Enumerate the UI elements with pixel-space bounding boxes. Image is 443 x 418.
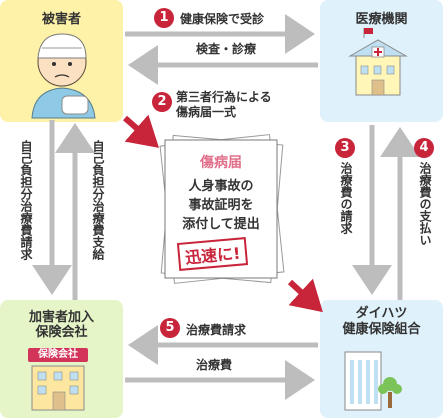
injured-person-illustration bbox=[31, 33, 96, 119]
red-arrow-doc-to-daihatsu bbox=[287, 278, 323, 313]
step-2-badge: 2 bbox=[152, 92, 172, 112]
hospital-illustration bbox=[348, 28, 408, 96]
exam-label: 検査・診療 bbox=[196, 42, 257, 56]
document-stack bbox=[159, 134, 285, 284]
step-4-badge: 4 bbox=[414, 138, 434, 158]
insurer-sign: 保険会社 bbox=[28, 348, 88, 362]
insurer-building-illustration bbox=[31, 365, 85, 411]
fee-label: 治療費 bbox=[196, 358, 233, 372]
step-1-badge: 1 bbox=[154, 8, 174, 28]
left-claim-label: 自己負担分治療費請求 bbox=[19, 140, 33, 260]
insurer-title: 加害者加入 保険会社 bbox=[28, 310, 94, 340]
red-arrow-victim-to-doc bbox=[123, 114, 160, 148]
doc-title: 傷病届 bbox=[200, 155, 242, 171]
step-5-label: 治療費請求 bbox=[186, 323, 247, 337]
step-4-label: 治療費の支払い bbox=[418, 162, 432, 246]
step-1-label: 健康保険で受診 bbox=[180, 12, 265, 26]
step-2-label: 第三者行為による 傷病届一式 bbox=[176, 90, 272, 119]
medical-title: 医療機関 bbox=[355, 12, 408, 27]
victim-title: 被害者 bbox=[41, 12, 81, 27]
daihatsu-title: ダイハツ 健康保険組合 bbox=[342, 306, 421, 337]
doc-body: 人身事故の 事故証明を 添付して提出 bbox=[182, 179, 260, 232]
step-3-label: 治療費の請求 bbox=[339, 162, 353, 234]
step-3-badge: 3 bbox=[335, 138, 355, 158]
left-pay-label: 自己負担分治療費支給 bbox=[91, 140, 105, 260]
kenpo-building-illustration bbox=[344, 351, 402, 411]
step-5-badge: 5 bbox=[160, 318, 180, 338]
